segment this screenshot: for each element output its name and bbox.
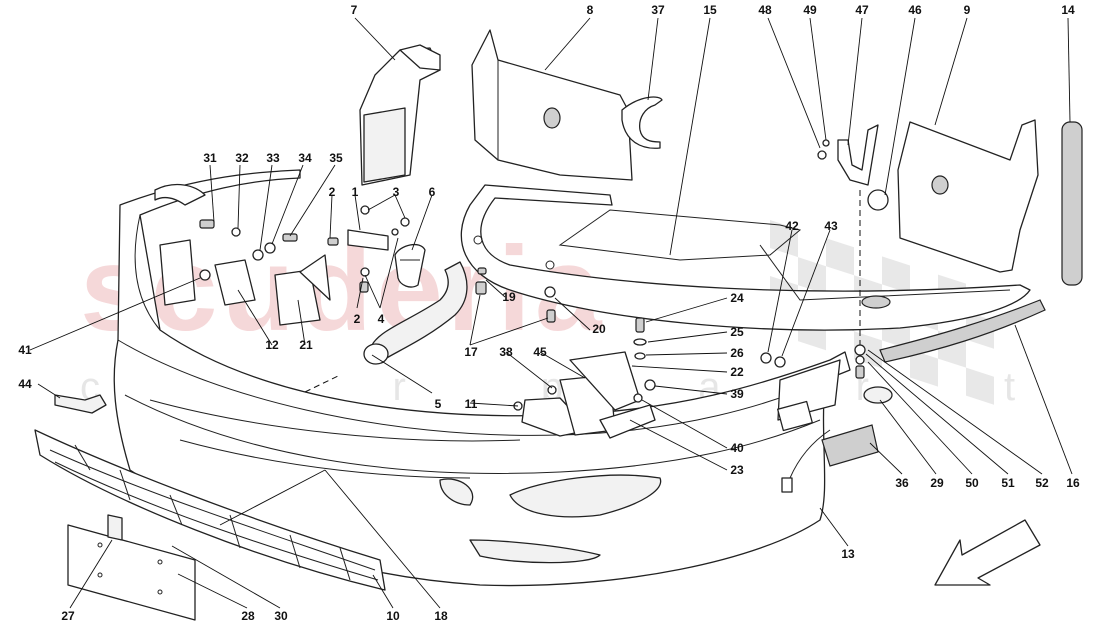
callout-36: 36	[895, 476, 909, 490]
center-mounting-bracket	[513, 351, 656, 439]
callout-31: 31	[203, 151, 217, 165]
callout-48: 48	[758, 3, 772, 17]
license-plate-holder	[67, 514, 196, 621]
callout-13: 13	[841, 547, 855, 561]
callout-22: 22	[730, 365, 744, 379]
callout-20: 20	[592, 322, 606, 336]
callout-27: 27	[61, 609, 75, 623]
callout-3: 3	[393, 185, 400, 199]
callout-11: 11	[465, 397, 478, 411]
leader-lines	[29, 17, 1073, 609]
callout-25: 25	[730, 325, 744, 339]
direction-arrow	[934, 519, 1041, 586]
callout-40: 40	[730, 441, 744, 455]
right-undershield	[867, 119, 1039, 273]
callout-labels: 7 8 37 15 48 49 47 46 9 14 31 32 33 34 3…	[18, 3, 1080, 623]
callout-38: 38	[499, 345, 513, 359]
grille	[34, 429, 386, 591]
left-bracket-assembly	[154, 183, 331, 326]
callout-35: 35	[329, 151, 343, 165]
right-hardware	[475, 267, 893, 404]
callout-14: 14	[1061, 3, 1075, 17]
callout-43: 43	[824, 219, 838, 233]
callout-2-upper: 2	[329, 185, 336, 199]
callout-23: 23	[730, 463, 744, 477]
callout-50: 50	[965, 476, 979, 490]
air-duct	[359, 44, 441, 186]
callout-46: 46	[908, 3, 922, 17]
callout-32: 32	[235, 151, 249, 165]
callout-8: 8	[587, 3, 594, 17]
side-reflector	[781, 424, 879, 493]
callout-1: 1	[352, 185, 359, 199]
callout-33: 33	[266, 151, 280, 165]
callout-7: 7	[351, 3, 358, 17]
callout-47: 47	[855, 3, 869, 17]
clip-bracket	[817, 124, 879, 186]
callout-12: 12	[265, 338, 279, 352]
bumper-cover	[113, 169, 851, 587]
tow-key	[54, 394, 107, 414]
callout-42: 42	[785, 219, 799, 233]
callout-29: 29	[930, 476, 944, 490]
lower-rubber-strip	[879, 299, 1046, 363]
callout-45: 45	[533, 345, 547, 359]
callout-2-lower: 2	[354, 312, 361, 326]
callout-28: 28	[241, 609, 255, 623]
air-hose	[363, 243, 468, 365]
callout-21: 21	[299, 338, 313, 352]
callout-34: 34	[298, 151, 312, 165]
callout-17: 17	[464, 345, 478, 359]
callout-15: 15	[703, 3, 717, 17]
callout-19: 19	[502, 290, 516, 304]
callout-5: 5	[435, 397, 442, 411]
callout-6: 6	[429, 185, 436, 199]
callout-4: 4	[378, 312, 385, 326]
vertical-trim-strip	[1061, 121, 1083, 286]
callout-26: 26	[730, 346, 744, 360]
sensor-bracket	[327, 205, 410, 293]
callout-16: 16	[1066, 476, 1080, 490]
alignment-line-left	[304, 374, 341, 393]
callout-30: 30	[274, 609, 288, 623]
callout-44: 44	[18, 377, 32, 391]
callout-24: 24	[730, 291, 744, 305]
callout-18: 18	[434, 609, 448, 623]
callout-51: 51	[1001, 476, 1015, 490]
left-undershield	[471, 29, 663, 181]
callout-9: 9	[964, 3, 971, 17]
callout-39: 39	[730, 387, 744, 401]
callout-52: 52	[1035, 476, 1049, 490]
callout-41: 41	[18, 343, 32, 357]
callout-10: 10	[386, 609, 400, 623]
bumper-frame	[460, 184, 1031, 331]
callout-37: 37	[651, 3, 665, 17]
callout-49: 49	[803, 3, 817, 17]
